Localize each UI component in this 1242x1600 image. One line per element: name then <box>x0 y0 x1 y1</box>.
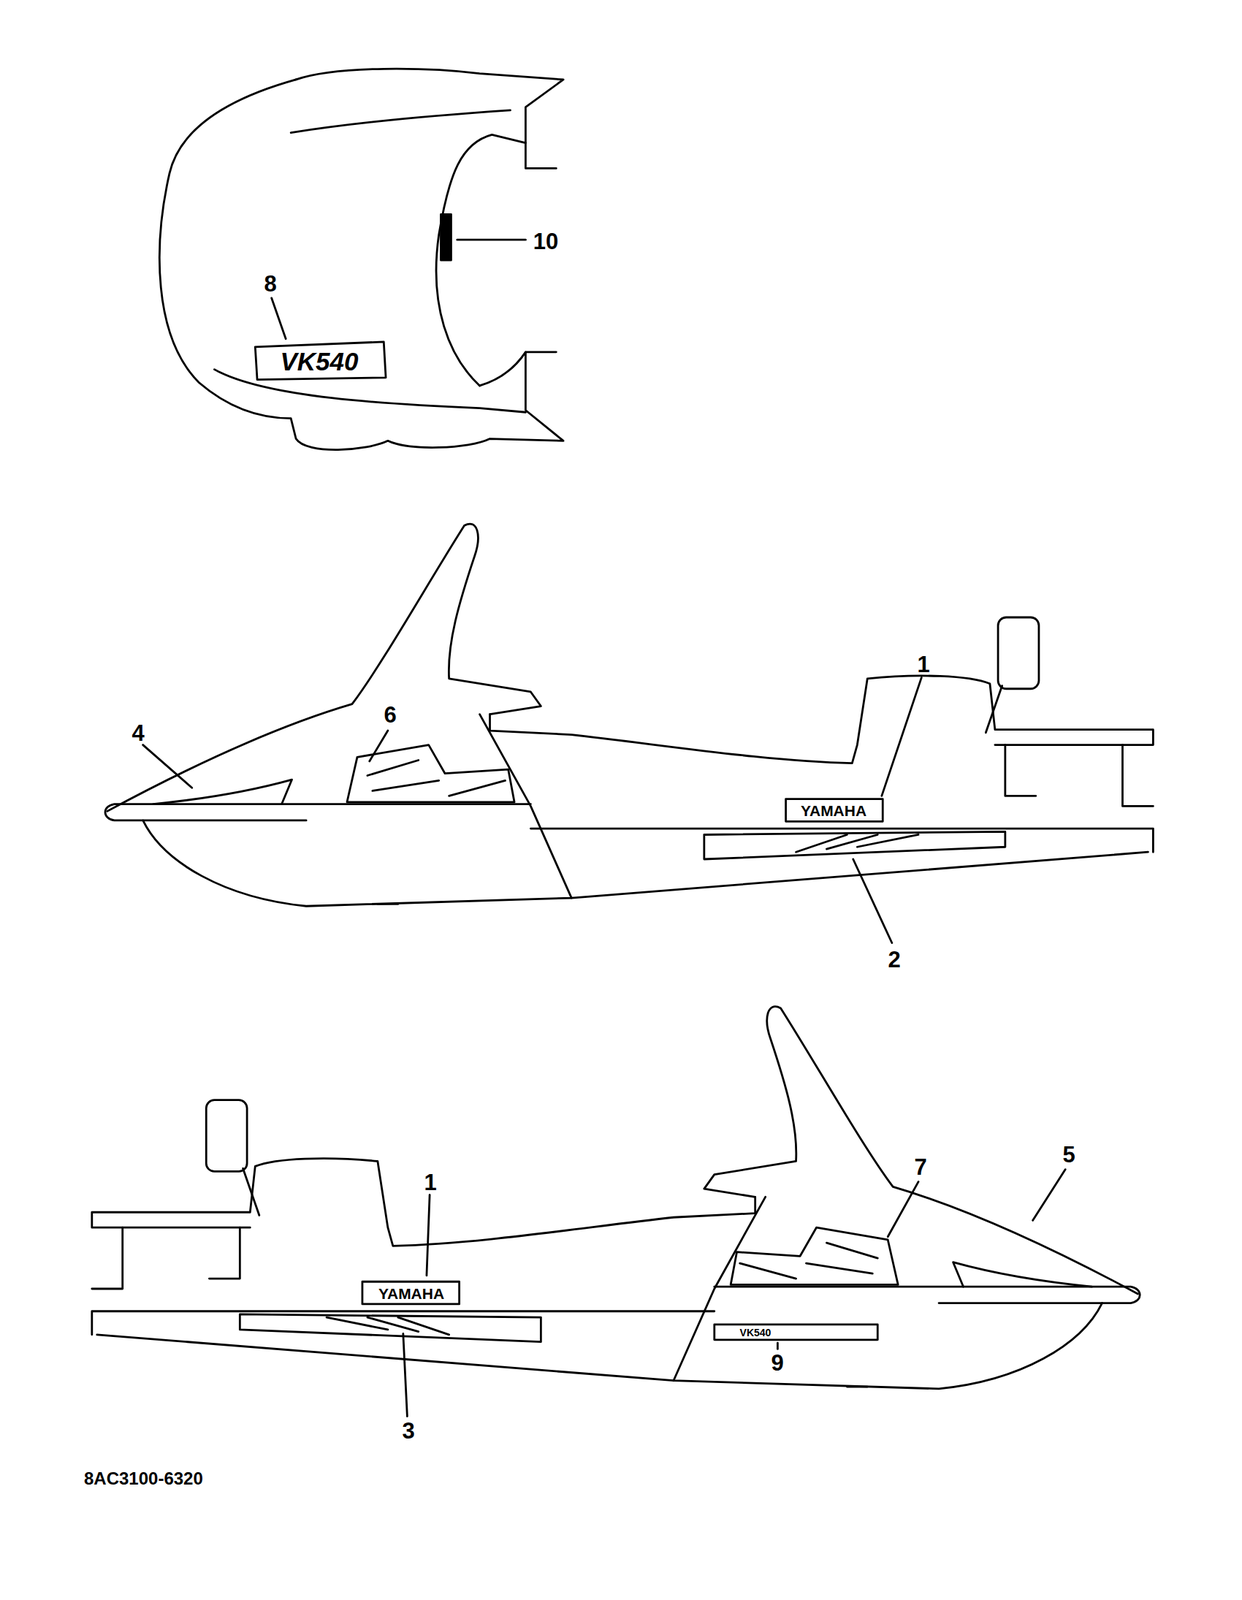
callout-number: 1 <box>916 653 930 676</box>
callout-number: 4 <box>131 721 144 745</box>
decal-text: YAMAHA <box>378 1285 445 1302</box>
hood-front-view <box>159 68 564 450</box>
callout-number: 3 <box>401 1419 415 1443</box>
part-code: 8AC3100-6320 <box>84 1469 204 1488</box>
callout-number: 1 <box>423 1171 437 1194</box>
decal-text: VK540 <box>279 348 358 375</box>
decal-text: VK540 <box>740 1327 772 1338</box>
side-view-right <box>92 1006 1140 1389</box>
callout-number: 9 <box>770 1351 784 1375</box>
decal-text: YAMAHA <box>800 802 867 819</box>
callout-number: 10 <box>533 230 559 253</box>
callout-number: 7 <box>913 1155 927 1179</box>
decal-outline <box>714 1324 878 1340</box>
side-view-left <box>105 523 1153 906</box>
callout-number: 6 <box>383 703 396 727</box>
leader-lines <box>143 677 1066 1416</box>
callout-number: 2 <box>887 948 901 971</box>
callout-number: 5 <box>1062 1143 1075 1167</box>
callout-number: 8 <box>263 272 277 296</box>
